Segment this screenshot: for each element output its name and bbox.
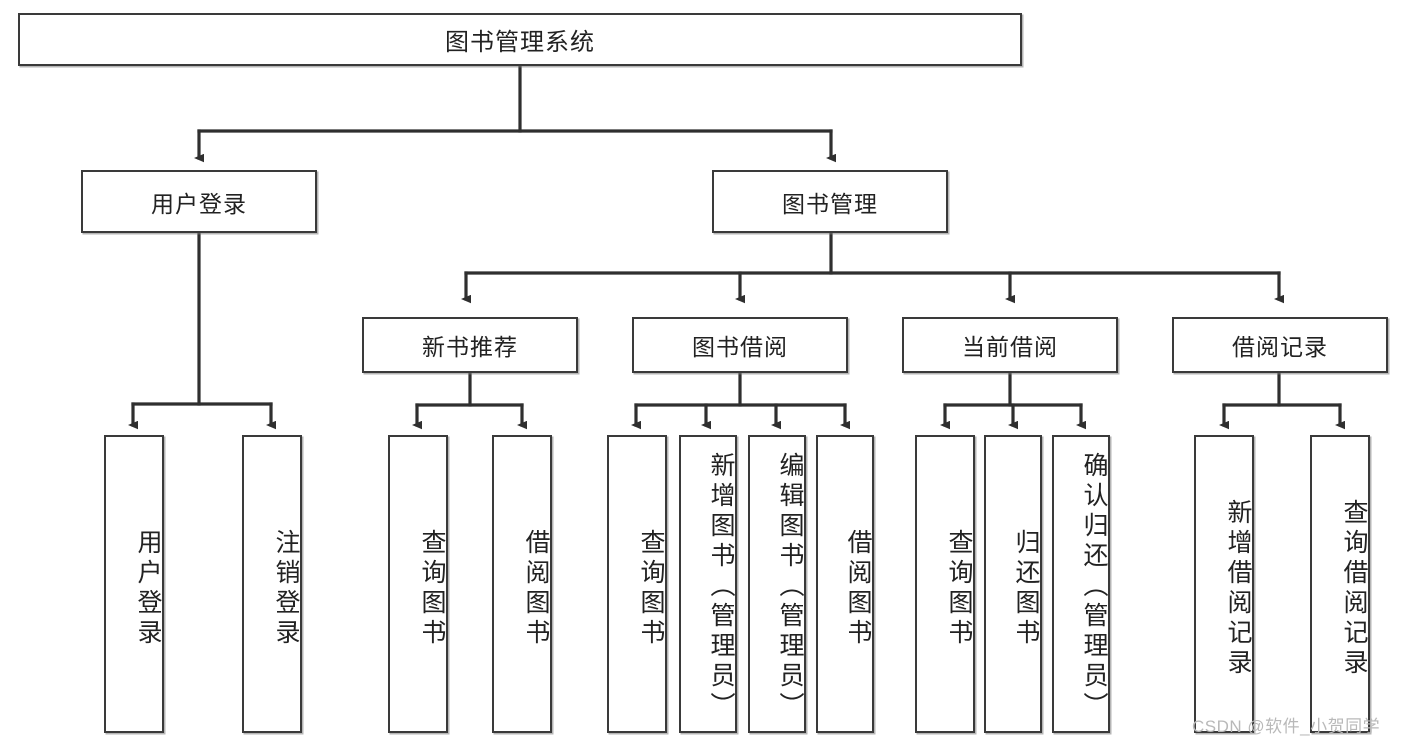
node-user-login[interactable]: 用户登录 (81, 170, 317, 233)
leaf-edit-book-admin[interactable]: 编辑图书（管理员） (748, 435, 806, 733)
leaf-return-book[interactable]: 归还图书 (984, 435, 1042, 733)
node-new-book-recommend[interactable]: 新书推荐 (362, 317, 578, 373)
leaf-add-borrow-record[interactable]: 新增借阅记录 (1194, 435, 1254, 733)
leaf-confirm-return-admin[interactable]: 确认归还（管理员） (1052, 435, 1110, 733)
leaf-query-book-borrow[interactable]: 查询图书 (607, 435, 667, 733)
leaf-query-book-new[interactable]: 查询图书 (388, 435, 448, 733)
node-borrow-record[interactable]: 借阅记录 (1172, 317, 1388, 373)
node-current-borrow[interactable]: 当前借阅 (902, 317, 1118, 373)
leaf-query-book-current[interactable]: 查询图书 (915, 435, 975, 733)
leaf-add-book-admin[interactable]: 新增图书（管理员） (679, 435, 737, 733)
node-root[interactable]: 图书管理系统 (18, 13, 1022, 66)
node-book-management[interactable]: 图书管理 (712, 170, 948, 233)
leaf-borrow-book-new[interactable]: 借阅图书 (492, 435, 552, 733)
leaf-borrow-book[interactable]: 借阅图书 (816, 435, 874, 733)
watermark: CSDN @软件_小贺同学 (1192, 717, 1381, 736)
leaf-logout[interactable]: 注销登录 (242, 435, 302, 733)
node-book-borrow[interactable]: 图书借阅 (632, 317, 848, 373)
leaf-query-borrow-record[interactable]: 查询借阅记录 (1310, 435, 1370, 733)
leaf-user-login[interactable]: 用户登录 (104, 435, 164, 733)
